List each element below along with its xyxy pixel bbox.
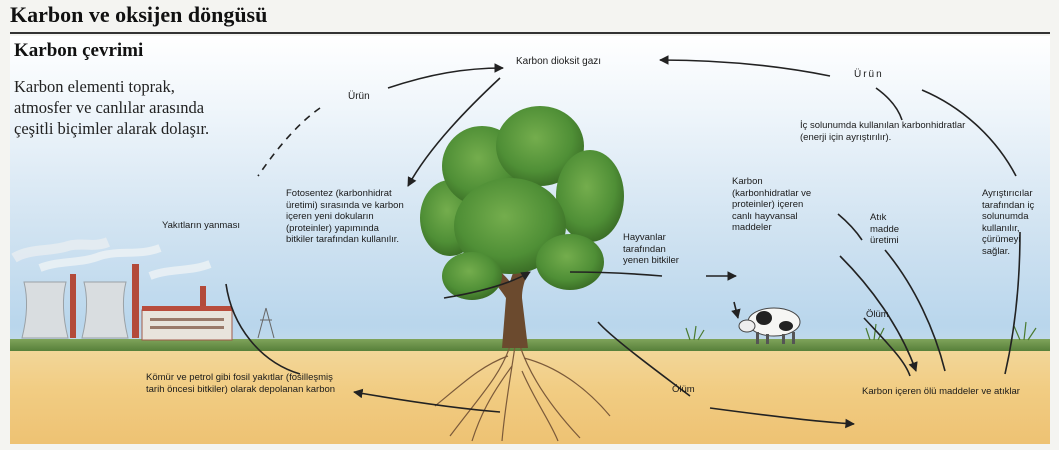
intro-text: Karbon elementi toprak, atmosfer ve canl… xyxy=(14,76,224,139)
ground-plants xyxy=(686,322,1036,340)
page-title: Karbon ve oksijen döngüsü xyxy=(10,2,267,28)
label-photosynthesis: Fotosentez (karbonhidrat üretimi) sırası… xyxy=(286,188,406,246)
label-eaten-plants: Hayvanlar tarafından yenen bitkiler xyxy=(623,232,685,267)
label-death-bottom: Ölüm xyxy=(672,384,695,396)
title-rule xyxy=(10,32,1050,34)
carbon-cycle-diagram: Karbon çevrimi Karbon elementi toprak, a… xyxy=(10,36,1050,444)
label-co2-gas: Karbon dioksit gazı xyxy=(516,56,601,68)
label-fossil-carbon: Kömür ve petrol gibi fosil yakıtlar (fos… xyxy=(146,372,346,395)
label-fuel-burning: Yakıtların yanması xyxy=(162,220,272,232)
section-subtitle: Karbon çevrimi xyxy=(14,40,143,62)
label-respiration: İç solunumda kullanılan karbonhidratlar … xyxy=(800,120,970,143)
label-waste: Atık madde üretimi xyxy=(870,212,916,247)
label-death-right: Ölüm xyxy=(866,309,889,321)
label-product-left: Ürün xyxy=(348,91,370,103)
cow-illustration xyxy=(739,308,800,344)
label-decomposers: Ayrıştırıcılar tarafından iç solunumda k… xyxy=(982,188,1048,257)
power-plant-illustration xyxy=(14,242,274,340)
label-product-right: Ürün xyxy=(854,69,884,81)
tree-illustration xyxy=(420,106,624,441)
label-animal-matter: Karbon (karbonhidratlar ve proteinler) i… xyxy=(732,176,817,234)
label-dead-matter: Karbon içeren ölü maddeler ve atıklar xyxy=(862,386,1032,398)
